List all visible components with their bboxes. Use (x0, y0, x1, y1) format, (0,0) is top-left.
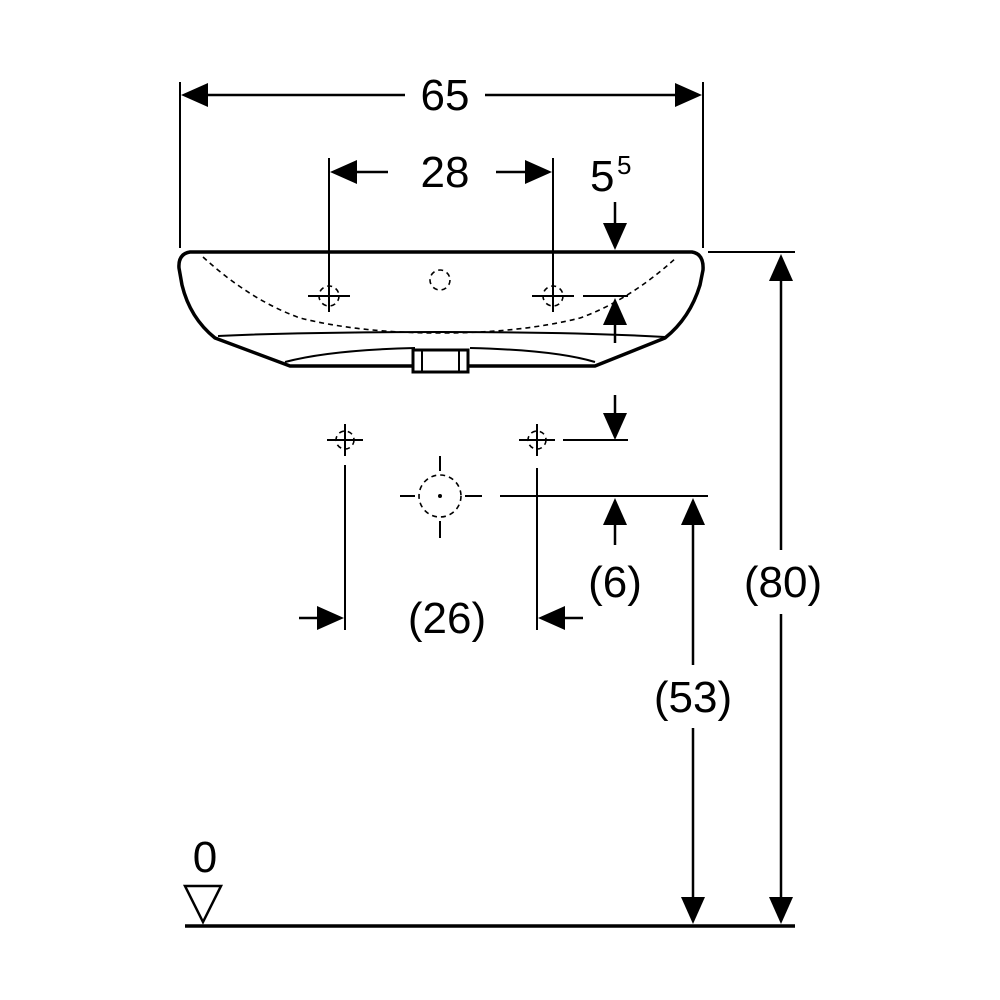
fixing-bolt-marker-left (327, 424, 363, 630)
arrowhead-up (769, 254, 793, 281)
fixing-offset-dimension: (6) (500, 395, 708, 607)
arrowhead-left (181, 83, 208, 107)
rim-height-label: (80) (744, 558, 822, 607)
waste-outlet (411, 348, 470, 374)
tap-hole-marker-right (532, 280, 574, 312)
rim-depth-dimension: 5 5 (583, 150, 631, 343)
rim-height-dimension: (80) (708, 251, 822, 924)
bowl-front-edge (217, 330, 666, 338)
overall-width-label: 65 (421, 71, 470, 120)
tap-hole-marker-left (308, 280, 350, 312)
floor-level-label: 0 (193, 833, 217, 882)
arrowhead-right (675, 83, 702, 107)
fixing-bolt-marker-right (519, 424, 555, 630)
fixing-spacing-label: (26) (408, 594, 486, 643)
arrowhead-left (330, 160, 357, 184)
overflow-hole (429, 269, 451, 291)
arrowhead-down (769, 897, 793, 924)
washbasin-outline (177, 250, 705, 368)
waste-height-dimension: (53) (654, 498, 732, 924)
rim-depth-label: 5 (590, 152, 614, 201)
bowl-inner-contour (202, 256, 678, 334)
arrowhead-up (603, 298, 627, 325)
arrowhead-down (603, 223, 627, 250)
arrowhead-right (317, 606, 344, 630)
arrowhead-down (681, 897, 705, 924)
arrowhead-down (603, 413, 627, 440)
level-marker-icon (182, 884, 224, 925)
tap-hole-spacing-label: 28 (421, 148, 470, 197)
floor-level: 0 (182, 833, 795, 928)
waste-center-marker (400, 456, 482, 538)
arrowhead-left (538, 606, 565, 630)
arrowhead-up (681, 498, 705, 525)
rim-depth-superscript: 5 (617, 150, 631, 180)
fixing-offset-label: (6) (588, 558, 642, 607)
bowl-bottom-line (284, 347, 596, 363)
arrowhead-right (525, 160, 552, 184)
washbasin (177, 250, 705, 374)
overall-width-dimension: 65 (179, 71, 704, 248)
fixing-spacing-dimension: (26) (299, 594, 583, 643)
arrowhead-up (603, 498, 627, 525)
waste-height-label: (53) (654, 673, 732, 722)
tap-hole-spacing-dimension: 28 (328, 148, 554, 290)
